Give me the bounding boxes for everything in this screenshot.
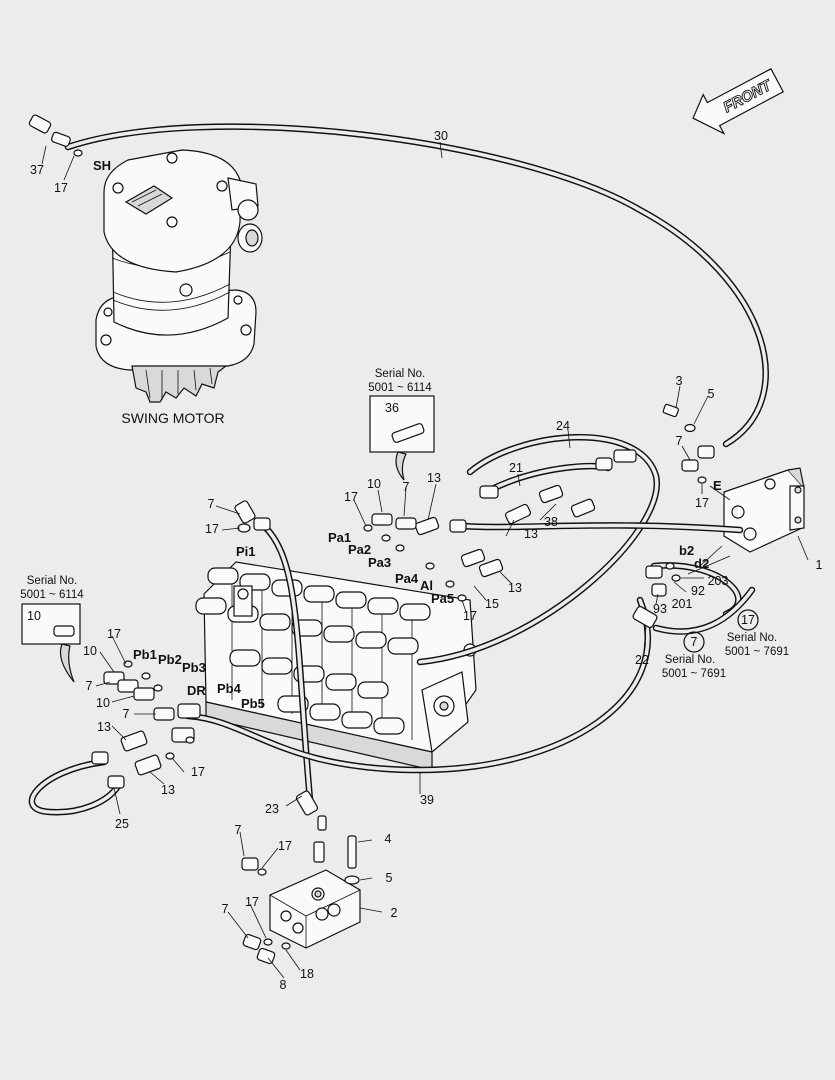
serial-10-line1: Serial No.: [27, 575, 78, 587]
part-num-18: 18: [300, 967, 314, 981]
circled-7-line1: Serial No.: [665, 654, 716, 666]
part-num-7: 7: [676, 434, 683, 448]
part-num-17: 17: [463, 609, 477, 623]
part-num-23: 23: [265, 802, 279, 816]
part-num-25: 25: [115, 817, 129, 831]
swing-motor: SWING MOTOR: [95, 149, 263, 426]
part-numbers: 30 37 17 3 5 7 17 1 24 21 13 38 13 13 15…: [30, 129, 822, 992]
part-num-201: 201: [672, 597, 693, 611]
part-num-7: 7: [403, 480, 410, 494]
part-num-38: 38: [544, 515, 558, 529]
port-label-Pa4: Pa4: [395, 571, 419, 586]
part-num-22: 22: [635, 653, 649, 667]
front-arrow-icon: FRONT: [692, 67, 784, 135]
part-num-17: 17: [191, 765, 205, 779]
port-label-Pb5: Pb5: [241, 696, 265, 711]
part-num-4: 4: [385, 832, 392, 846]
port-label-Pb1: Pb1: [133, 647, 157, 662]
part-num-15: 15: [485, 597, 499, 611]
control-block-1: [723, 467, 805, 553]
swing-motor-label: SWING MOTOR: [121, 410, 224, 426]
part-num-37: 37: [30, 163, 44, 177]
fittings: [28, 114, 715, 965]
part-num-2: 2: [391, 906, 398, 920]
serial-36-part: 36: [385, 401, 399, 415]
port-label-Pa2: Pa2: [348, 542, 371, 557]
part-num-93: 93: [653, 602, 667, 616]
part-num-203: 203: [708, 574, 729, 588]
part-num-13: 13: [508, 581, 522, 595]
port-labels: SH E b2 d2 Pi1 Pa1 Pa2 Pa3 Pa4 Al Pa5 Pb…: [93, 158, 722, 711]
serial-box-36: Serial No. 5001 ~ 6114 36: [368, 368, 435, 481]
port-label-Pa3: Pa3: [368, 555, 391, 570]
port-label-Pa1: Pa1: [328, 530, 351, 545]
port-label-SH: SH: [93, 158, 111, 173]
serial-36-line2: 5001 ~ 6114: [368, 382, 432, 394]
part-num-17: 17: [695, 496, 709, 510]
part-num-24: 24: [556, 419, 570, 433]
port-label-DR: DR: [187, 683, 206, 698]
port-label-d2: d2: [694, 556, 709, 571]
part-num-13: 13: [524, 527, 538, 541]
port-label-Pi1: Pi1: [236, 544, 256, 559]
serial-10-line2: 5001 ~ 6114: [20, 589, 84, 601]
part-num-17: 17: [54, 181, 68, 195]
part-num-7: 7: [123, 707, 130, 721]
leader-lines: [41, 141, 809, 979]
part-num-7: 7: [86, 679, 93, 693]
circled-note-7: 7 Serial No. 5001 ~ 7691: [662, 631, 726, 680]
part-num-10: 10: [83, 644, 97, 658]
part-num-10: 10: [96, 696, 110, 710]
part-num-39: 39: [420, 793, 434, 807]
port-label-Pb3: Pb3: [182, 660, 206, 675]
part-num-13: 13: [427, 471, 441, 485]
part-num-13: 13: [161, 783, 175, 797]
block-2: [269, 869, 361, 949]
part-num-17: 17: [245, 895, 259, 909]
part-num-7: 7: [222, 902, 229, 916]
part-num-7: 7: [235, 823, 242, 837]
serial-box-10: Serial No. 5001 ~ 6114 10: [20, 575, 84, 683]
part-num-17: 17: [344, 490, 358, 504]
part-num-5: 5: [386, 871, 393, 885]
part-num-8: 8: [280, 978, 287, 992]
part-num-13: 13: [97, 720, 111, 734]
part-num-3: 3: [676, 374, 683, 388]
serial-36-line1: Serial No.: [375, 368, 426, 380]
port-label-Pb2: Pb2: [158, 652, 182, 667]
circled-note-17: 17 Serial No. 5001 ~ 7691: [725, 609, 789, 658]
part-num-7: 7: [208, 497, 215, 511]
part-num-21: 21: [509, 461, 523, 475]
part-num-1: 1: [816, 558, 823, 572]
part-num-30: 30: [434, 129, 448, 143]
part-num-17: 17: [278, 839, 292, 853]
circled-17-line1: Serial No.: [727, 632, 778, 644]
circled-17-line2: 5001 ~ 7691: [725, 646, 789, 658]
hoses: [28, 123, 769, 816]
part-num-10: 10: [367, 477, 381, 491]
part-num-17: 17: [107, 627, 121, 641]
port-label-Al: Al: [420, 578, 433, 593]
part-num-5: 5: [708, 387, 715, 401]
port-label-Pa5: Pa5: [431, 591, 454, 606]
serial-10-part: 10: [27, 609, 41, 623]
circled-17-num: 17: [741, 613, 755, 627]
port-label-E: E: [713, 478, 722, 493]
port-label-b2: b2: [679, 543, 694, 558]
port-label-Pb4: Pb4: [217, 681, 242, 696]
part-num-92: 92: [691, 584, 705, 598]
circled-7-num: 7: [691, 635, 698, 649]
circled-7-line2: 5001 ~ 7691: [662, 668, 726, 680]
part-num-17: 17: [205, 522, 219, 536]
